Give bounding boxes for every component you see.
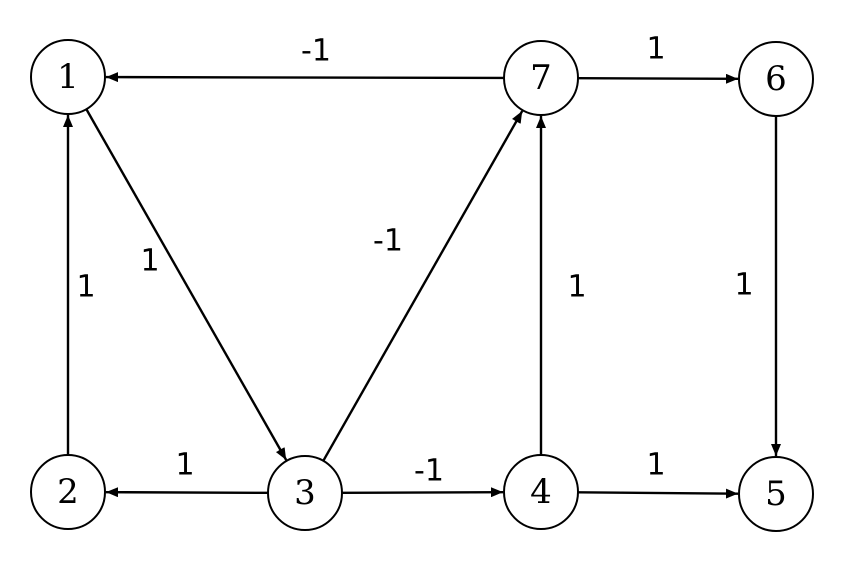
- edge-4-to-5: [577, 488, 739, 499]
- node-2-label: 2: [57, 472, 79, 512]
- node-4-circle: [503, 454, 579, 530]
- node-4: 4: [503, 454, 579, 530]
- node-1-circle: [30, 39, 106, 115]
- node-3: 3: [267, 455, 343, 531]
- edge-weight-2-to-1: 1: [76, 270, 95, 305]
- node-5: 5: [738, 456, 814, 532]
- edge-3-to-4: [341, 487, 504, 498]
- node-1: 1: [30, 39, 106, 115]
- edge-weight-3-to-7: -1: [373, 224, 403, 259]
- edge-7-to-6: [577, 73, 739, 84]
- node-6: 6: [738, 41, 814, 117]
- edge-weight-4-to-7: 1: [567, 270, 586, 305]
- edge-3-to-2: [105, 487, 269, 498]
- node-3-circle: [267, 455, 343, 531]
- edge-weight-4-to-5: 1: [646, 448, 665, 483]
- edge-weight-7-to-1: -1: [301, 34, 331, 69]
- node-7-circle: [503, 40, 579, 116]
- edge-weight-3-to-2: 1: [175, 448, 194, 483]
- node-7-label: 7: [530, 58, 552, 98]
- edge-weight-6-to-5: 1: [734, 268, 753, 303]
- edge-weight-1-to-3: 1: [140, 244, 159, 279]
- edge-1-to-3: [85, 108, 288, 461]
- node-4-label: 4: [530, 472, 552, 512]
- node-2-circle: [30, 454, 106, 530]
- node-7: 7: [503, 40, 579, 116]
- edge-3-to-7: [322, 110, 524, 462]
- edge-7-to-1: [105, 72, 505, 83]
- node-6-label: 6: [765, 59, 787, 99]
- edge-weight-7-to-6: 1: [646, 32, 665, 67]
- node-3-label: 3: [294, 473, 316, 513]
- node-5-circle: [738, 456, 814, 532]
- node-6-circle: [738, 41, 814, 117]
- node-1-label: 1: [57, 57, 79, 97]
- node-5-label: 5: [765, 474, 787, 514]
- node-2: 2: [30, 454, 106, 530]
- edge-weight-3-to-4: -1: [414, 454, 444, 489]
